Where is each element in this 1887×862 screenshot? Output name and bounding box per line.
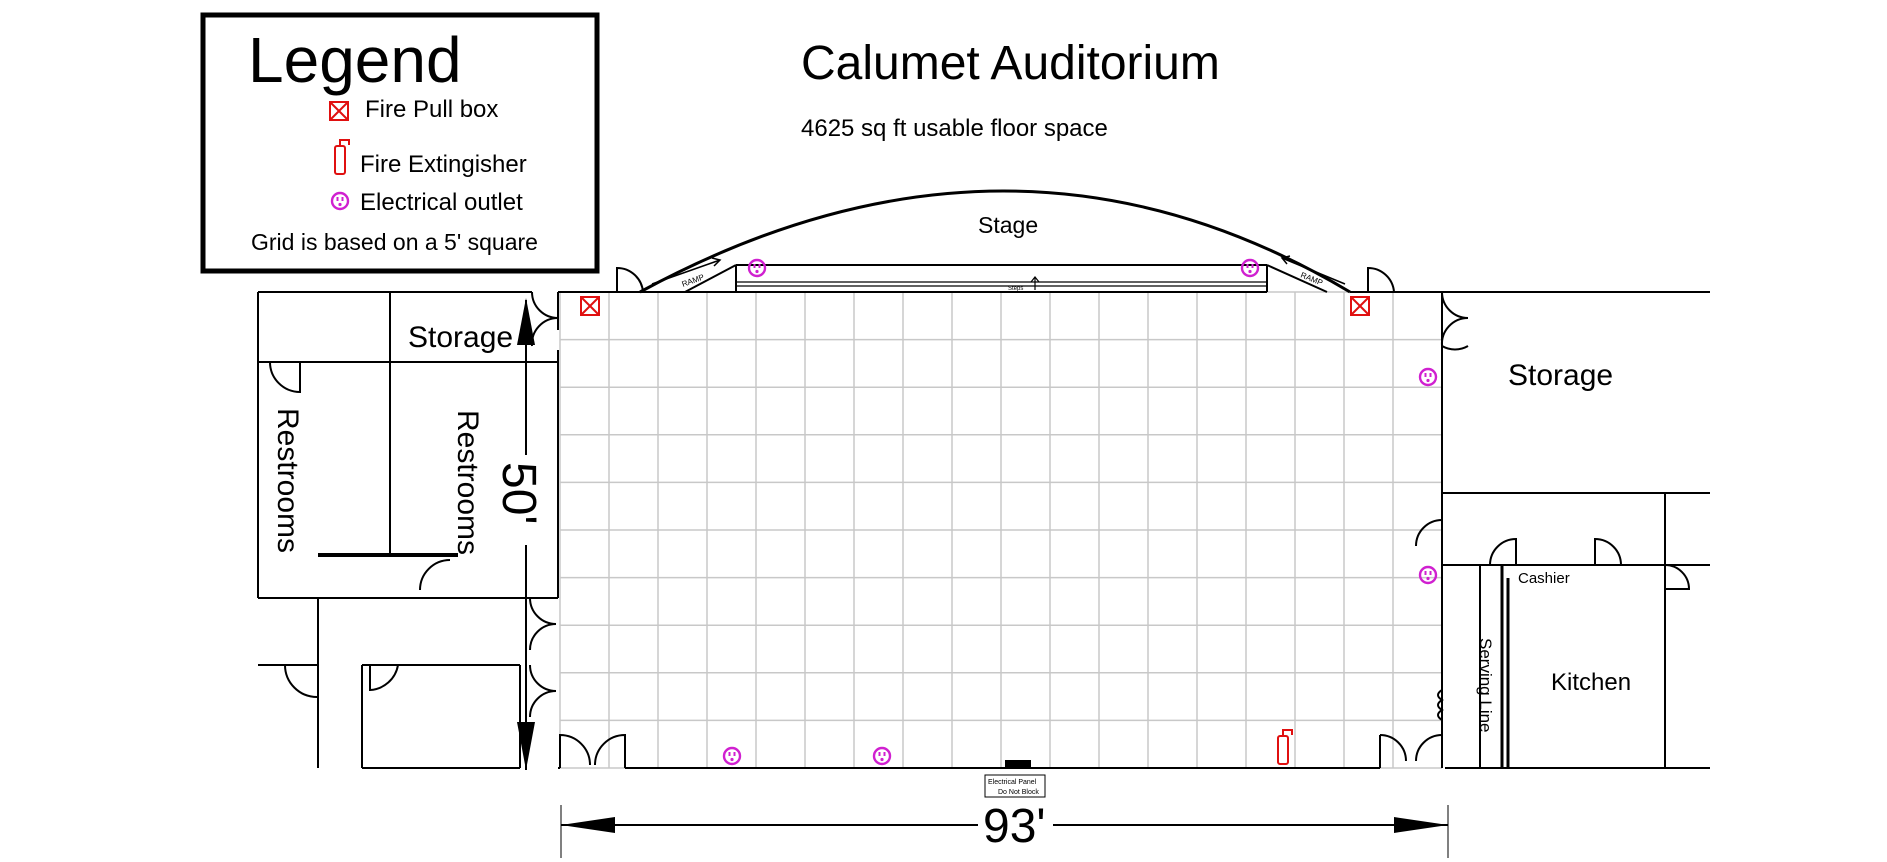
legend-extinguisher-label: Fire Extingisher <box>360 151 527 178</box>
left-rooms <box>257 291 626 769</box>
electrical-outlet-icon <box>1418 565 1438 585</box>
electrical-outlet-icon <box>1240 258 1260 278</box>
storage-right-label: Storage <box>1508 359 1613 392</box>
legend-pull-box-label: Fire Pull box <box>365 96 498 123</box>
serving-line-label: Serving Line <box>1476 638 1495 733</box>
fire-pull-box-icon <box>1350 296 1370 316</box>
legend-grid-note: Grid is based on a 5' square <box>251 229 538 255</box>
ramp-left-label: RAMP <box>681 273 706 289</box>
steps-label: Steps <box>1008 286 1023 292</box>
restrooms-a-label: Restrooms <box>271 408 304 553</box>
fire-pull-box-icon <box>580 296 600 316</box>
floor-space-note: 4625 sq ft usable floor space <box>801 115 1108 142</box>
height-label: 50' <box>492 462 545 525</box>
fire-extinguisher-icon <box>334 139 350 175</box>
electrical-outlet-icon <box>872 746 892 766</box>
stage <box>639 189 1351 294</box>
legend-outlet-label: Electrical outlet <box>360 189 523 216</box>
electrical-outlet-icon <box>747 258 767 278</box>
storage-left-label: Storage <box>408 321 513 354</box>
page-title: Calumet Auditorium <box>801 37 1220 90</box>
cashier-label: Cashier <box>1518 570 1570 587</box>
stage-label: Stage <box>978 212 1038 238</box>
electrical-panel-line1: Electrical Panel <box>988 779 1037 786</box>
width-dimension: 93' <box>560 800 1449 858</box>
electrical-panel-line2: Do Not Block <box>998 789 1039 796</box>
restrooms-b-label: Restrooms <box>451 410 484 555</box>
electrical-panel <box>1005 760 1031 769</box>
electrical-panel-sign <box>984 774 1046 798</box>
legend-title: Legend <box>248 24 462 96</box>
doors-top <box>616 266 1395 293</box>
fire-extinguisher-icon <box>1277 729 1293 765</box>
fire-pull-box-icon <box>329 101 349 121</box>
hall-walls <box>557 291 1443 769</box>
floor-grid <box>559 291 1443 769</box>
kitchen-label: Kitchen <box>1551 669 1631 696</box>
electrical-outlet-icon <box>330 191 350 211</box>
width-label: 93' <box>983 800 1046 853</box>
right-rooms <box>1379 291 1710 769</box>
electrical-outlet-icon <box>722 746 742 766</box>
height-dimension: 50' <box>492 298 550 770</box>
legend: Legend Fire Pull box Fire Extingisher El… <box>200 12 600 274</box>
electrical-outlet-icon <box>1418 367 1438 387</box>
